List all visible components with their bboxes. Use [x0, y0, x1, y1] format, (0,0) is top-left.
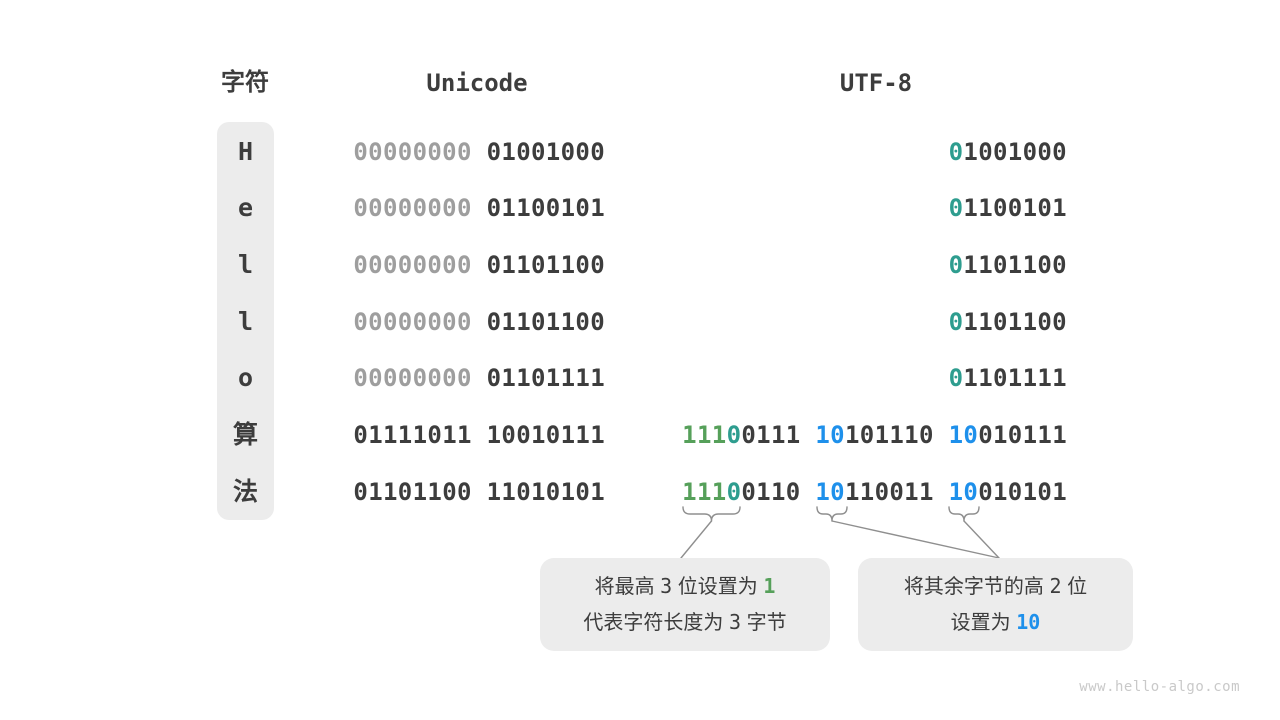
bit-segment: 0	[726, 420, 742, 449]
bit-segment: 00000000	[353, 250, 472, 279]
callout-segment: 位	[1061, 576, 1088, 598]
utf8-cell: 11100111 10101110 10010111	[682, 418, 1067, 452]
callout-segment: 3	[660, 574, 673, 598]
bit-segment: 1100101	[963, 194, 1067, 223]
bit-segment: 10	[815, 477, 845, 506]
callout-segment: 字节	[741, 612, 787, 634]
bit-segment: 01001000	[486, 137, 605, 166]
bit-segment: 1101111	[963, 364, 1067, 393]
bit-segment: 00000000	[353, 307, 472, 336]
char-cell: l	[237, 306, 254, 336]
bit-segment: 0	[948, 364, 964, 393]
bit-segment: 10	[948, 420, 979, 449]
unicode-cell: 00000000 01101100	[353, 305, 605, 339]
bit-segment	[472, 138, 487, 166]
bit-segment: 01101100	[486, 250, 605, 279]
bit-segment: 01101111	[486, 364, 605, 393]
bit-segment: 00000000	[353, 137, 472, 166]
bit-segment: 10	[815, 420, 845, 449]
connector-line-third-byte	[963, 520, 1000, 559]
unicode-cell: 00000000 01001000	[353, 135, 605, 169]
watermark: www.hello-algo.com	[1079, 679, 1240, 695]
bit-segment: 111	[682, 477, 727, 506]
bit-segment: 0	[726, 477, 742, 506]
callout-text-line: 将最高 3 位设置为 1	[540, 568, 830, 604]
char-cell: 法	[232, 476, 258, 506]
underbrace-second-byte-prefix	[816, 506, 848, 522]
bit-segment: 0	[948, 307, 964, 336]
bit-segment: 110011	[844, 477, 949, 506]
bit-segment: 01111011 10010111	[353, 420, 605, 449]
utf8-cell: 01001000	[949, 135, 1067, 169]
bit-segment: 1001000	[963, 137, 1067, 166]
bit-segment: 01100101	[486, 194, 605, 223]
char-cell: H	[237, 136, 254, 166]
bit-segment: 10	[948, 477, 979, 506]
utf8-cell: 01101100	[949, 305, 1067, 339]
header-utf8: UTF-8	[839, 69, 913, 97]
unicode-cell: 00000000 01101111	[353, 361, 605, 395]
header-unicode: Unicode	[426, 69, 528, 97]
bit-segment: 0110	[741, 477, 816, 506]
char-cell: 算	[232, 419, 258, 449]
callout-segment: 位设置为	[672, 576, 764, 598]
utf8-cell: 11100110 10110011 10010101	[682, 475, 1067, 509]
underbrace-third-byte-prefix	[948, 506, 980, 522]
bit-segment: 1101100	[963, 250, 1067, 279]
utf8-cell: 01101111	[949, 361, 1067, 395]
bit-segment	[472, 251, 487, 279]
callout-text-line: 设置为 10	[858, 604, 1133, 640]
callout-segment: 3	[728, 610, 742, 634]
bit-segment: 010101	[978, 477, 1067, 506]
bit-segment: 01101100 11010101	[353, 477, 605, 506]
unicode-cell: 00000000 01101100	[353, 248, 605, 282]
header-char: 字符	[221, 69, 269, 96]
underbrace-first-byte-prefix	[682, 506, 741, 522]
unicode-cell: 01101100 11010101	[353, 475, 605, 509]
callout-segment: 1	[763, 574, 776, 598]
connector-line-first-byte	[680, 520, 713, 559]
callout-text-line: 代表字符长度为 3 字节	[540, 604, 830, 640]
bit-segment: 111	[682, 420, 727, 449]
bit-segment	[472, 364, 487, 392]
callout-segment: 将其余字节的高	[903, 576, 1050, 598]
utf8-cell: 01100101	[949, 191, 1067, 225]
bit-segment	[472, 194, 487, 222]
unicode-cell: 01111011 10010111	[353, 418, 605, 452]
char-cell: e	[237, 193, 254, 223]
callout-segment: 设置为	[950, 612, 1017, 634]
bit-segment: 0	[948, 194, 964, 223]
bit-segment: 0	[948, 137, 964, 166]
connector-line-second-byte	[831, 520, 1000, 559]
callout-segment: 10	[1016, 610, 1041, 634]
callout-segment: 2	[1049, 574, 1062, 598]
bit-segment: 0111	[741, 420, 816, 449]
utf8-cell: 01101100	[949, 248, 1067, 282]
callout-continuation-bytes: 将其余字节的高 2 位设置为 10	[858, 558, 1133, 651]
callout-text-line: 将其余字节的高 2 位	[858, 568, 1133, 604]
char-cell: o	[237, 363, 254, 393]
callout-segment: 代表字符长度为	[583, 612, 729, 634]
bit-segment: 1101100	[963, 307, 1067, 336]
bit-segment: 00000000	[353, 364, 472, 393]
bit-segment: 00000000	[353, 194, 472, 223]
bit-segment: 101110	[844, 420, 949, 449]
callout-segment: 将最高	[594, 576, 661, 598]
char-cell: l	[237, 249, 254, 279]
char-column-background	[217, 122, 274, 520]
bit-segment: 01101100	[486, 307, 605, 336]
bit-segment: 0	[948, 250, 964, 279]
bit-segment: 010111	[978, 420, 1067, 449]
bit-segment	[472, 308, 487, 336]
unicode-cell: 00000000 01100101	[353, 191, 605, 225]
